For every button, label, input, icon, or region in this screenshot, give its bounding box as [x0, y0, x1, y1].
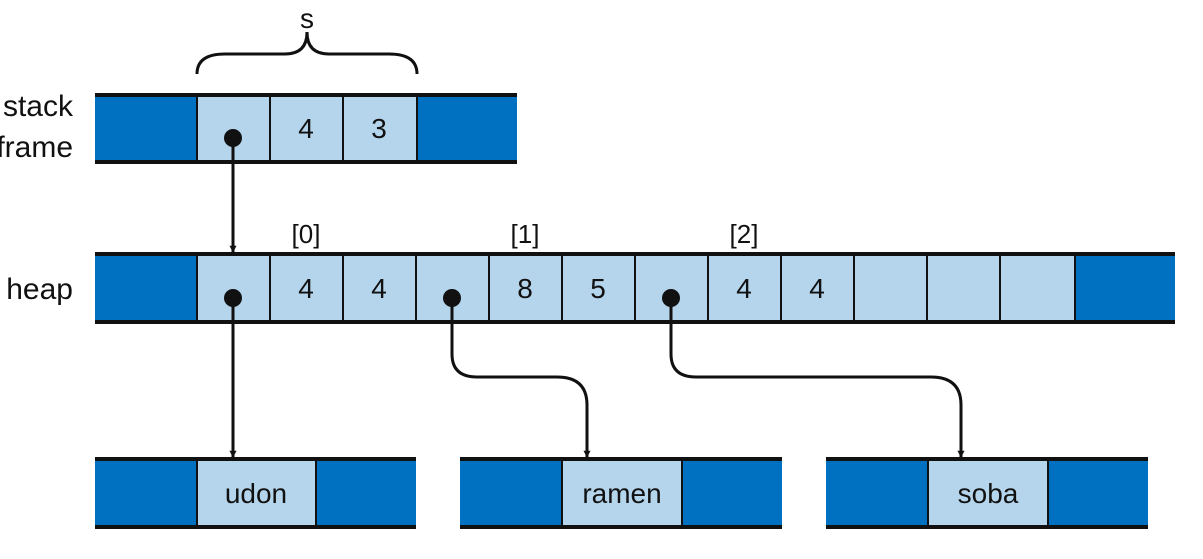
- heap-block-left: [95, 254, 197, 322]
- heap-cell: [489, 254, 562, 322]
- stack-block-left: [95, 95, 197, 162]
- brace-label: s: [300, 3, 314, 34]
- heap-index-0: [0]: [292, 219, 321, 249]
- heap-value-0-cap: 4: [371, 273, 387, 304]
- soba-block-right: [1048, 459, 1148, 527]
- stack-cell-cap: [343, 95, 417, 162]
- heap-cell: [1000, 254, 1075, 322]
- udon-block-left: [95, 459, 197, 527]
- heap-to-ramen-arrow: [450, 298, 591, 458]
- heap-value-2-cap: 4: [809, 273, 825, 304]
- ramen-block-right: [682, 459, 782, 527]
- soba-cell: [928, 459, 1048, 527]
- heap-cell: [708, 254, 781, 322]
- heap-index-1: [1]: [511, 219, 540, 249]
- heap-cell: [562, 254, 635, 322]
- ramen-text: ramen: [582, 478, 661, 509]
- soba-text: soba: [958, 478, 1019, 509]
- brace-icon: [195, 31, 419, 75]
- heap-value-1-cap: 5: [590, 273, 606, 304]
- udon-text: udon: [225, 478, 287, 509]
- stack-frame: 4 3: [95, 93, 517, 164]
- udon-cell: [197, 459, 316, 527]
- heap-to-soba-arrow: [669, 298, 965, 458]
- heap-value-2-len: 4: [736, 273, 752, 304]
- soba-block-left: [826, 459, 928, 527]
- heap-cell: [270, 254, 343, 322]
- stack-block-right: [417, 95, 517, 162]
- heap-cell: [854, 254, 927, 322]
- stack-cap-value: 3: [371, 113, 387, 144]
- heap-buffer: 4 4 8 5 4 4: [95, 252, 1175, 324]
- heap-value-1-len: 8: [517, 273, 533, 304]
- heap-index-2: [2]: [730, 219, 759, 249]
- ramen-cell: [562, 459, 682, 527]
- frame-label: frame: [0, 131, 73, 164]
- string-soba: soba: [826, 457, 1148, 529]
- string-ramen: ramen: [460, 457, 782, 529]
- heap-cell: [781, 254, 854, 322]
- heap-cell: [927, 254, 1000, 322]
- stack-cell-len: [270, 95, 343, 162]
- heap-block-right: [1075, 254, 1175, 322]
- stack-len-value: 4: [298, 113, 314, 144]
- heap-value-0-len: 4: [298, 273, 314, 304]
- stack-label: stack: [3, 90, 74, 123]
- string-udon: udon: [95, 457, 416, 529]
- udon-block-right: [316, 459, 416, 527]
- heap-label: heap: [6, 273, 73, 306]
- heap-cell: [343, 254, 416, 322]
- ramen-block-left: [460, 459, 562, 527]
